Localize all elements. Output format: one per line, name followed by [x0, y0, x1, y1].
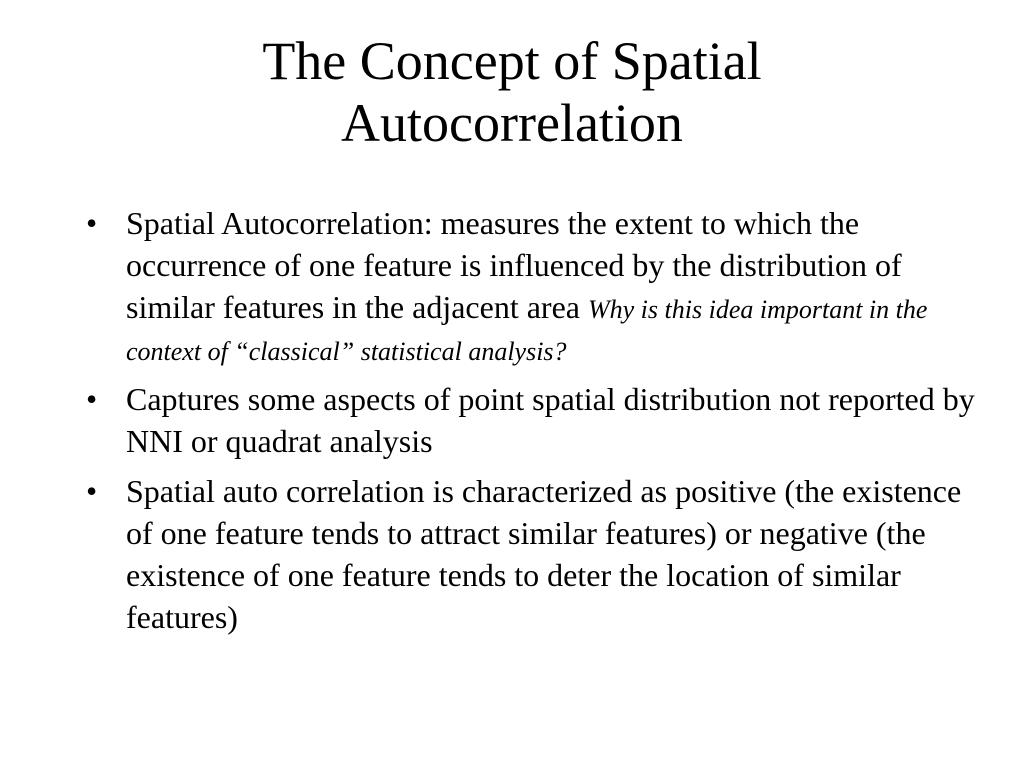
bullet-marker: •	[86, 205, 98, 241]
bullet-marker: •	[86, 473, 98, 509]
bullet-item-captures-aspects: • Captures some aspects of point spatial…	[0, 378, 1024, 462]
slide-title-line-2: Autocorrelation	[341, 93, 683, 153]
bullet-note-question: Why is this idea important in the contex…	[126, 295, 928, 366]
bullet-item-spatial-autocorrelation-definition: • Spatial Autocorrelation: measures the …	[0, 202, 1024, 370]
bullet-text: Spatial Autocorrelation: measures the ex…	[126, 205, 902, 325]
slide-title: The Concept of Spatial Autocorrelation	[100, 30, 924, 154]
bullet-marker: •	[86, 381, 98, 417]
bullet-text: Spatial auto correlation is characterize…	[126, 473, 962, 635]
bullet-text: Captures some aspects of point spatial d…	[126, 381, 975, 459]
slide-title-line-1: The Concept of Spatial	[262, 31, 762, 91]
bullet-item-positive-negative: • Spatial auto correlation is characteri…	[0, 470, 1024, 638]
bullet-list: • Spatial Autocorrelation: measures the …	[0, 202, 1024, 638]
